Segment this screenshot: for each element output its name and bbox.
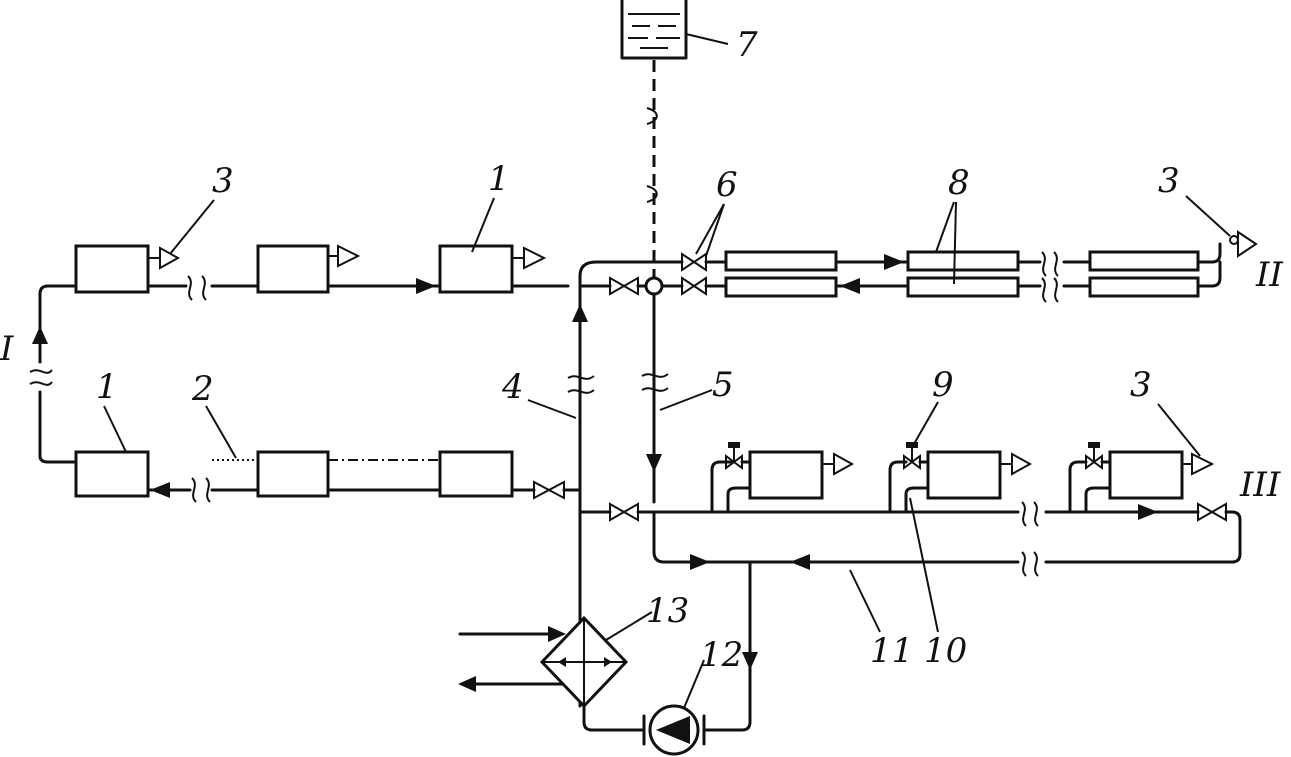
heat-unit (926, 450, 1002, 500)
label-3: 3 (212, 161, 234, 201)
leader-8 (935, 201, 955, 253)
heater-panel (906, 276, 1020, 298)
label-6: 6 (716, 165, 738, 205)
heater-panel (906, 250, 1020, 272)
heater-panel (724, 250, 838, 272)
leader-13 (605, 611, 653, 641)
leader-8 (953, 201, 957, 285)
supply-riser (578, 260, 684, 708)
flow-arrow-left (150, 482, 170, 498)
leader-1 (471, 197, 495, 253)
leader-5 (659, 389, 713, 411)
expansion-line-break-2 (646, 185, 658, 203)
leader-12 (683, 659, 705, 709)
leader-6 (695, 203, 725, 255)
leader-3 (1185, 195, 1231, 237)
label-5: 5 (712, 365, 734, 405)
circuit-iii-pipes (636, 460, 1242, 724)
gate-valve-icon (681, 252, 707, 272)
leader-9 (913, 401, 939, 445)
leader-4 (527, 399, 577, 419)
label-8: 8 (948, 163, 970, 203)
break-mark-c1-upper (187, 275, 207, 301)
expansion-tank (620, 0, 688, 60)
flow-arrow-right (548, 626, 566, 642)
tank-leader (685, 33, 729, 45)
label-9: 9 (932, 365, 954, 405)
label-7: 7 (736, 25, 758, 65)
heater-panel (1088, 276, 1200, 298)
label-12: 12 (700, 635, 743, 675)
pump-line (582, 704, 646, 732)
label-circuit-ii: II (1255, 255, 1283, 295)
label-3: 3 (1130, 365, 1152, 405)
heater-panel (1088, 250, 1200, 272)
gate-valve-icon (1197, 502, 1227, 522)
flow-arrow-down (646, 454, 662, 472)
label-4: 4 (501, 367, 524, 407)
air-vent-icon (1182, 452, 1215, 476)
label-1: 1 (488, 159, 510, 199)
leader-11 (849, 569, 881, 633)
heat-unit (256, 450, 330, 498)
control-valve-icon (903, 442, 930, 470)
flow-arrow-up (572, 304, 588, 322)
leader-3 (1157, 403, 1201, 457)
leader-6 (705, 203, 725, 257)
flow-arrow-left (458, 676, 476, 692)
flow-arrow-up (32, 326, 48, 344)
leader-10 (909, 497, 939, 633)
heat-unit (438, 244, 514, 294)
heat-unit (256, 244, 330, 294)
air-vent-icon (328, 244, 361, 268)
flow-arrow-right (690, 554, 710, 570)
air-vent-icon (148, 246, 181, 270)
label-circuit-iii: III (1239, 465, 1281, 505)
circuit-i-upper-pipe (38, 284, 570, 364)
control-valve-icon (1085, 442, 1112, 470)
break-mark-riser-5 (641, 373, 669, 392)
heat-unit (748, 450, 824, 500)
label-13: 13 (646, 591, 689, 631)
label-3: 3 (1158, 161, 1180, 201)
flow-arrow-right (416, 278, 436, 294)
flow-arrow-right (1138, 504, 1158, 520)
flow-arrow-right (884, 254, 904, 270)
expansion-line-break-1 (646, 107, 658, 125)
heat-unit (74, 244, 150, 294)
gate-valve-icon (681, 276, 707, 296)
leader-3 (169, 199, 215, 255)
break-mark-c2 (1041, 251, 1059, 303)
flow-arrow-left (840, 278, 860, 294)
gate-valve-icon (533, 480, 565, 500)
gate-valve-icon (609, 276, 648, 296)
air-vent-icon (512, 246, 547, 270)
break-mark-c1-left (29, 369, 53, 386)
label-11: 11 (870, 631, 913, 671)
break-mark-riser-4 (567, 375, 595, 394)
gate-valve-icon (609, 502, 639, 522)
heater-panel (724, 276, 838, 298)
leader-2 (205, 405, 237, 459)
junction-node (644, 276, 664, 296)
leader-1 (103, 405, 127, 453)
heat-unit (1108, 450, 1184, 500)
label-circuit-i: I (0, 329, 14, 369)
label-2: 2 (191, 369, 214, 409)
circulation-pump (642, 704, 706, 756)
control-valve-icon (725, 442, 752, 470)
heat-unit (438, 450, 514, 498)
label-1: 1 (96, 367, 118, 407)
flow-arrow-down (742, 652, 758, 670)
air-vent-icon (822, 452, 855, 476)
air-vent-icon (1000, 452, 1033, 476)
break-mark-c1-lower (191, 477, 211, 503)
break-mark-c3 (1021, 501, 1039, 577)
air-vent-icon (1229, 230, 1258, 258)
label-10: 10 (924, 631, 967, 671)
flow-arrow-left (790, 554, 810, 570)
heat-unit (74, 450, 150, 498)
pump-line (702, 720, 752, 732)
